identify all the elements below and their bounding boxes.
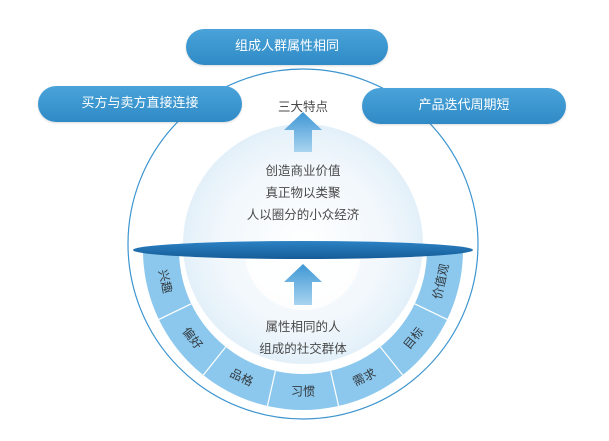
- pill-top: 组成人群属性相同: [186, 29, 388, 65]
- ring-segment-label: 兴趣: [156, 268, 176, 295]
- ring-divider: [202, 346, 227, 376]
- pill-left: 买方与卖方直接连接: [38, 86, 242, 122]
- lower-arrow-icon: [284, 264, 322, 305]
- ring-divider: [266, 370, 276, 407]
- ring-divider: [414, 303, 448, 320]
- upper-title: 三大特点: [277, 99, 328, 114]
- ring-band: [143, 250, 463, 410]
- ring-dividers: [158, 303, 448, 407]
- pill-right: 产品迭代周期短: [362, 88, 566, 124]
- ring-divider: [330, 370, 340, 407]
- ring-divider: [158, 303, 192, 320]
- lower-line-1: 属性相同的人: [265, 319, 341, 334]
- upper-line-2: 真正物以类聚: [265, 185, 341, 200]
- upper-line-1: 创造商业价值: [265, 163, 341, 178]
- upper-arrow-icon: [284, 112, 322, 152]
- lower-line-2: 组成的社交群体: [259, 341, 347, 356]
- upper-line-3: 人以圈分的小众经济: [246, 207, 360, 222]
- ring-divider: [379, 346, 404, 376]
- ring-segment-label: 习惯: [291, 384, 315, 399]
- middle-disc: [133, 241, 473, 259]
